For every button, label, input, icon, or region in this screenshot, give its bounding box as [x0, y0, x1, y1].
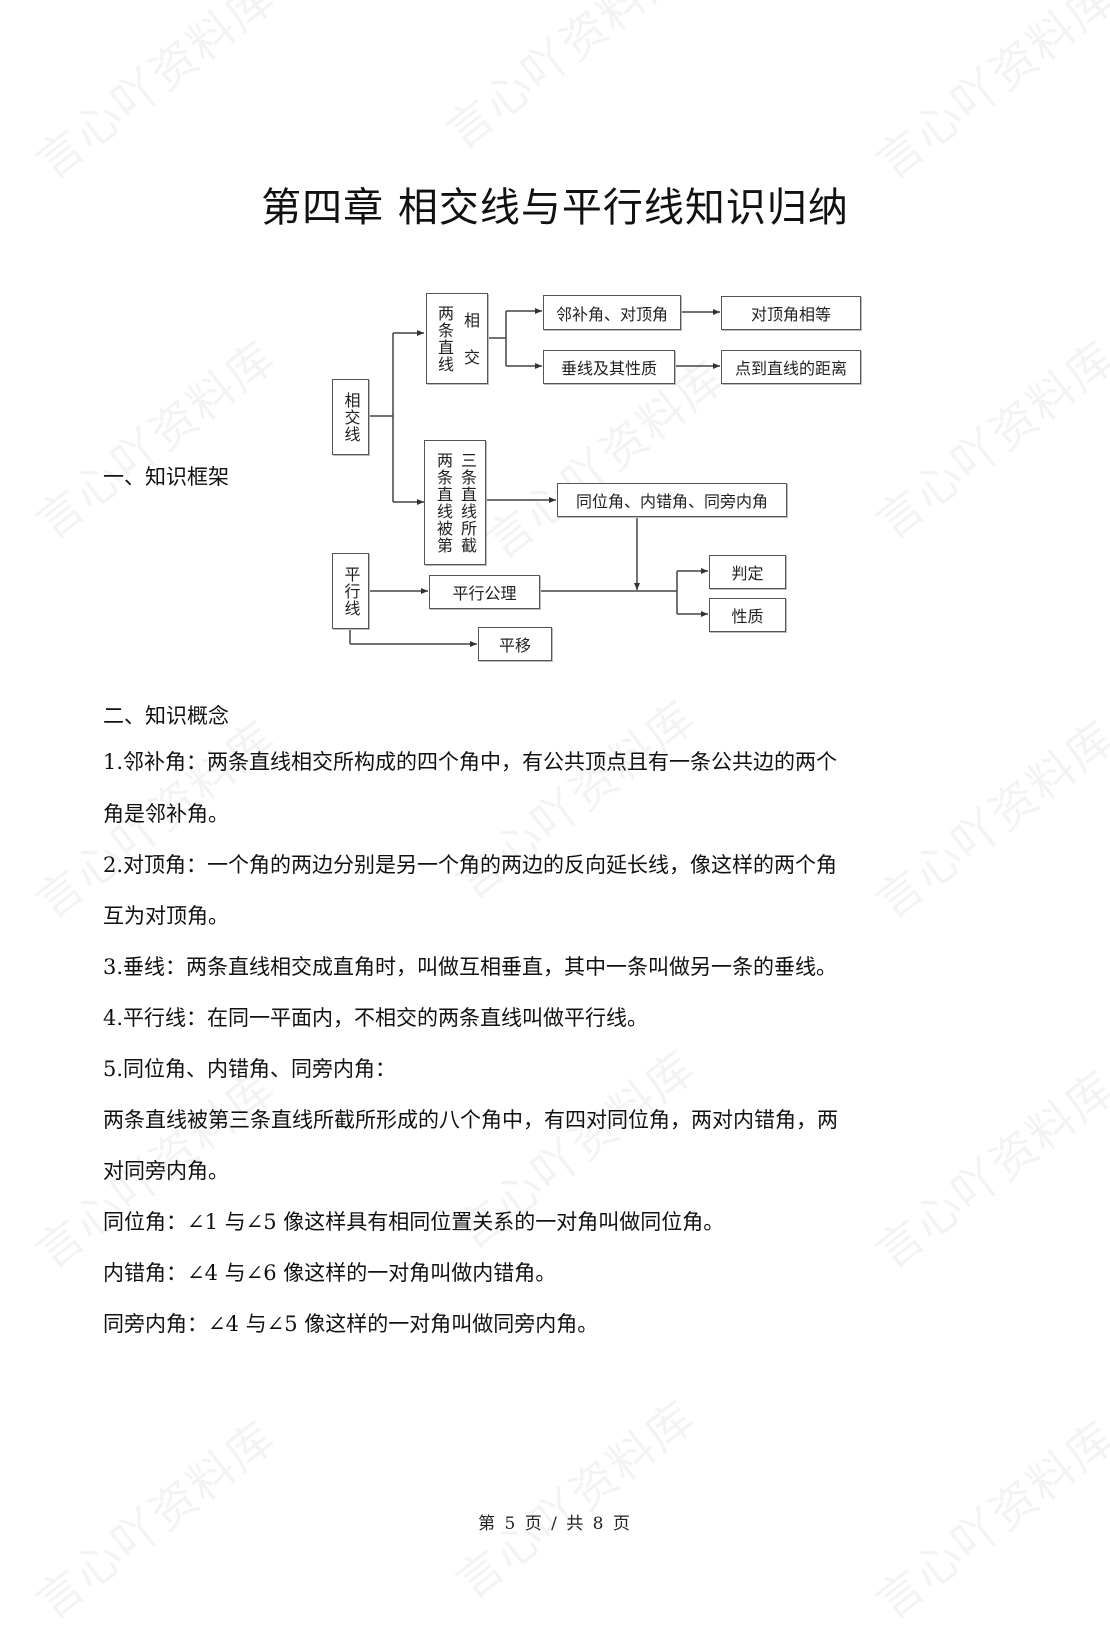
node-point-line-distance: 点到直线的距离 — [721, 350, 861, 384]
node-text-col: 两条直线被第 — [434, 451, 453, 554]
node-translation: 平移 — [478, 627, 552, 661]
concept-line: 3.垂线：两条直线相交成直角时，叫做互相垂直，其中一条叫做另一条的垂线。 — [103, 955, 838, 979]
section-heading-concepts: 二、知识概念 — [103, 704, 229, 728]
watermark: 言心吖资料库 — [440, 1383, 708, 1612]
node-vertical-angles-equal: 对顶角相等 — [721, 296, 861, 330]
node-text-col: 相 交 — [461, 311, 480, 366]
node-parallel-lines: 平行线 — [332, 553, 369, 629]
concept-line: 同位角：∠1 与∠5 像这样具有相同位置关系的一对角叫做同位角。 — [103, 1210, 725, 1234]
node-parallel-postulate: 平行公理 — [429, 575, 540, 609]
concept-line: 2.对顶角：一个角的两边分别是另一个角的两边的反向延长线，像这样的两个角 — [103, 853, 838, 877]
concept-line: 角是邻补角。 — [103, 802, 229, 826]
node-text-col: 两条直线 — [435, 304, 454, 373]
concept-line: 两条直线被第三条直线所截所形成的八个角中，有四对同位角，两对内错角，两 — [103, 1108, 838, 1132]
section-heading-framework: 一、知识框架 — [103, 465, 229, 489]
watermark: 言心吖资料库 — [860, 1053, 1110, 1282]
page-footer: 第 5 页 / 共 8 页 — [478, 1514, 632, 1534]
knowledge-framework-diagram: 相交线 相 交 两条直线 三条直线所截 两条直线被第 邻补角、对顶角 对顶角相等… — [0, 0, 1110, 700]
node-two-lines-intersect: 相 交 两条直线 — [426, 293, 488, 384]
concept-line: 4.平行线：在同一平面内，不相交的两条直线叫做平行线。 — [103, 1006, 649, 1030]
page-title: 第四章 相交线与平行线知识归纳 — [261, 184, 849, 231]
node-criteria: 判定 — [709, 555, 786, 589]
diagram-connectors — [349, 308, 720, 647]
concept-line: 1.邻补角：两条直线相交所构成的四个角中，有公共顶点且有一条公共边的两个 — [103, 750, 838, 774]
node-angle-types: 同位角、内错角、同旁内角 — [557, 483, 787, 517]
node-properties: 性质 — [709, 598, 786, 632]
concept-line: 互为对顶角。 — [103, 904, 229, 928]
node-text-col: 三条直线所截 — [458, 451, 477, 554]
node-perpendicular-properties: 垂线及其性质 — [543, 350, 675, 384]
node-intersecting-lines: 相交线 — [332, 379, 369, 455]
concept-line: 同旁内角：∠4 与∠5 像这样的一对角叫做同旁内角。 — [103, 1312, 599, 1336]
node-cut-by-third-line: 三条直线所截 两条直线被第 — [424, 440, 486, 565]
concept-line: 5.同位角、内错角、同旁内角： — [103, 1057, 397, 1081]
concept-line: 内错角：∠4 与∠6 像这样的一对角叫做内错角。 — [103, 1261, 557, 1285]
node-adjacent-vertical-angles: 邻补角、对顶角 — [543, 295, 681, 330]
watermark: 言心吖资料库 — [860, 703, 1110, 932]
concept-line: 对同旁内角。 — [103, 1159, 229, 1183]
